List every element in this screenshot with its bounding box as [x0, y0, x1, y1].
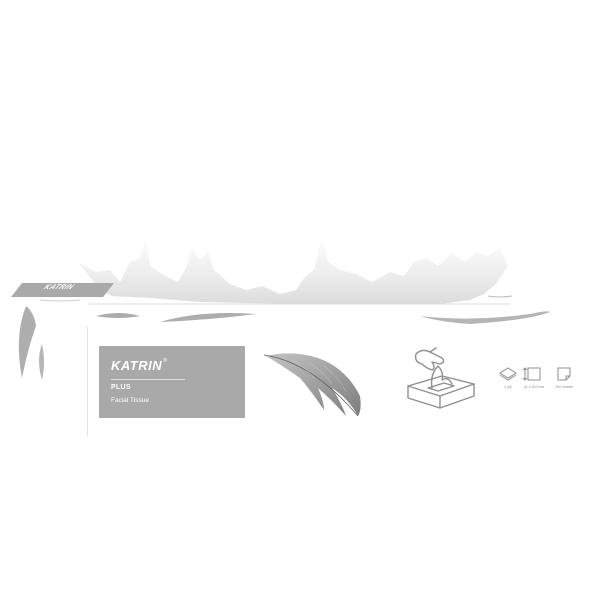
brand-logo: KATRIN® [111, 358, 167, 373]
sheet-count-icon [557, 367, 571, 381]
side-brand-logo: KATRIN [41, 284, 76, 291]
side-face-shading [18, 306, 36, 378]
spec-ply: 2 ply [490, 366, 526, 389]
product-line-title: PLUS [111, 384, 131, 391]
tissue-dispense-icon [407, 347, 475, 409]
brand-divider [111, 379, 185, 380]
registered-mark: ® [163, 358, 168, 364]
side-brand-label: KATRIN [11, 283, 114, 297]
box-front-edge [87, 326, 88, 436]
feather-icon [263, 353, 361, 417]
sheet-size-icon [522, 367, 541, 381]
ply-icon [499, 367, 517, 381]
sheet-count-label: 100 sheets [555, 385, 573, 389]
product-name: Facial Tissue [111, 397, 149, 404]
brand-panel: KATRIN® PLUS Facial Tissue [99, 346, 245, 418]
brand-logo-text: KATRIN [111, 358, 163, 373]
spec-sheet-count: 100 sheets [546, 366, 582, 389]
box-lid-shading [78, 234, 508, 304]
ply-label: 2 ply [504, 385, 512, 389]
spec-sheet-size: 21 x 20,5 cm [516, 366, 552, 389]
sheet-size-label: 21 x 20,5 cm [523, 385, 545, 389]
